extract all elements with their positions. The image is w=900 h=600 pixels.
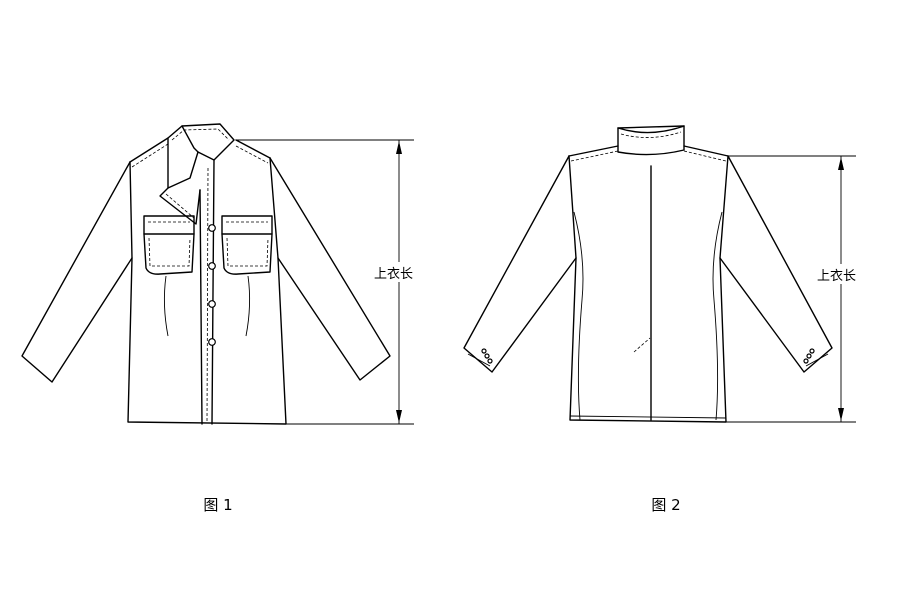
right-chest-pocket: [221, 215, 273, 275]
figure-caption: 图 1: [203, 496, 232, 514]
figure-caption: 图 2: [651, 496, 680, 514]
collar: [617, 125, 685, 156]
side-panel-seam-left: [573, 211, 584, 421]
right-sleeve: [269, 157, 391, 381]
jacket-body-outline: [127, 157, 287, 425]
jacket-back-view: 上衣长 图 2: [463, 125, 862, 514]
button: [208, 262, 216, 270]
length-dimension-line: [236, 139, 420, 425]
left-shoulder-seam: [129, 137, 169, 163]
button: [208, 338, 216, 346]
right-sleeve: [719, 155, 833, 373]
button: [208, 224, 216, 232]
length-dimension-line: [726, 155, 862, 423]
left-shoulder-seam: [568, 145, 619, 157]
front-dart-right: [245, 275, 251, 337]
left-sleeve: [463, 155, 577, 373]
side-panel-seam-right: [712, 211, 723, 421]
collar: [167, 123, 235, 189]
right-shoulder-seam: [683, 145, 729, 157]
right-shoulder-seam: [235, 139, 271, 159]
dimension-label: 上衣长: [374, 266, 413, 282]
dimension-label: 上衣长: [817, 268, 856, 284]
left-chest-pocket: [143, 215, 195, 275]
left-sleeve: [21, 161, 133, 383]
jacket-front-view: 上衣长 图 1: [21, 123, 420, 514]
button: [208, 300, 216, 308]
front-placket: [199, 189, 203, 425]
jacket-body-outline: [568, 155, 729, 423]
front-dart-left: [163, 275, 169, 337]
lapel: [159, 187, 201, 225]
